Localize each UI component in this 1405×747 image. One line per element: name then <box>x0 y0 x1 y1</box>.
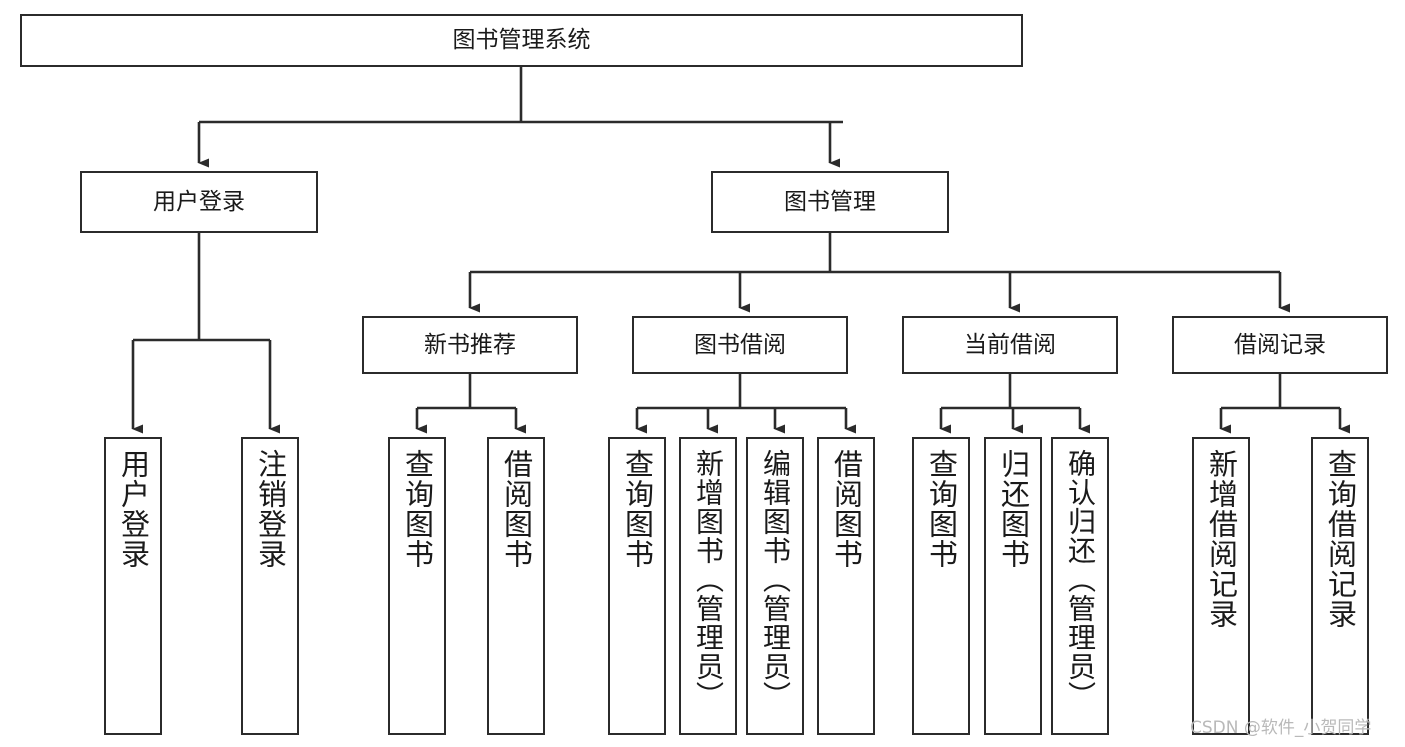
leaf-add-book-admin[interactable]: 新增图书（管理员） <box>679 437 737 735</box>
node-label: 注销登录 <box>253 449 288 569</box>
leaf-query-borrow-record[interactable]: 查询借阅记录 <box>1311 437 1369 735</box>
node-label: 新增借阅记录 <box>1204 449 1239 629</box>
node-borrowing-record[interactable]: 借阅记录 <box>1172 316 1388 374</box>
node-label: 新书推荐 <box>424 331 516 358</box>
node-label: 图书管理系统 <box>452 27 591 54</box>
node-root-book-management-system[interactable]: 图书管理系统 <box>20 14 1023 67</box>
node-label: 图书管理 <box>784 188 876 215</box>
node-current-borrowing[interactable]: 当前借阅 <box>902 316 1118 374</box>
node-label: 查询借阅记录 <box>1323 449 1358 629</box>
node-user-login[interactable]: 用户登录 <box>80 171 318 233</box>
leaf-user-login[interactable]: 用户登录 <box>104 437 162 735</box>
node-label: 查询图书 <box>400 449 435 569</box>
leaf-edit-book-admin[interactable]: 编辑图书（管理员） <box>746 437 804 735</box>
leaf-query-book-borrow[interactable]: 查询图书 <box>608 437 666 735</box>
node-label: 借阅图书 <box>499 449 534 569</box>
leaf-query-book-current[interactable]: 查询图书 <box>912 437 970 735</box>
node-label: 用户登录 <box>153 188 245 215</box>
node-book-management[interactable]: 图书管理 <box>711 171 949 233</box>
node-label: 确认归还（管理员） <box>1064 449 1097 710</box>
leaf-query-book-newbook[interactable]: 查询图书 <box>388 437 446 735</box>
leaf-borrow-book-newbook[interactable]: 借阅图书 <box>487 437 545 735</box>
node-label: 查询图书 <box>620 449 655 569</box>
node-label: 图书借阅 <box>694 331 786 358</box>
node-label: 用户登录 <box>116 449 151 569</box>
leaf-borrow-book[interactable]: 借阅图书 <box>817 437 875 735</box>
node-label: 查询图书 <box>924 449 959 569</box>
node-label: 新增图书（管理员） <box>692 449 725 710</box>
node-label: 编辑图书（管理员） <box>759 449 792 710</box>
node-label: 借阅记录 <box>1234 331 1326 358</box>
node-book-borrowing[interactable]: 图书借阅 <box>632 316 848 374</box>
node-label: 当前借阅 <box>964 331 1056 358</box>
node-new-book-recommendation[interactable]: 新书推荐 <box>362 316 578 374</box>
leaf-logout[interactable]: 注销登录 <box>241 437 299 735</box>
node-label: 借阅图书 <box>829 449 864 569</box>
node-label: 归还图书 <box>996 449 1031 569</box>
leaf-confirm-return-admin[interactable]: 确认归还（管理员） <box>1051 437 1109 735</box>
leaf-return-book[interactable]: 归还图书 <box>984 437 1042 735</box>
leaf-add-borrow-record[interactable]: 新增借阅记录 <box>1192 437 1250 735</box>
